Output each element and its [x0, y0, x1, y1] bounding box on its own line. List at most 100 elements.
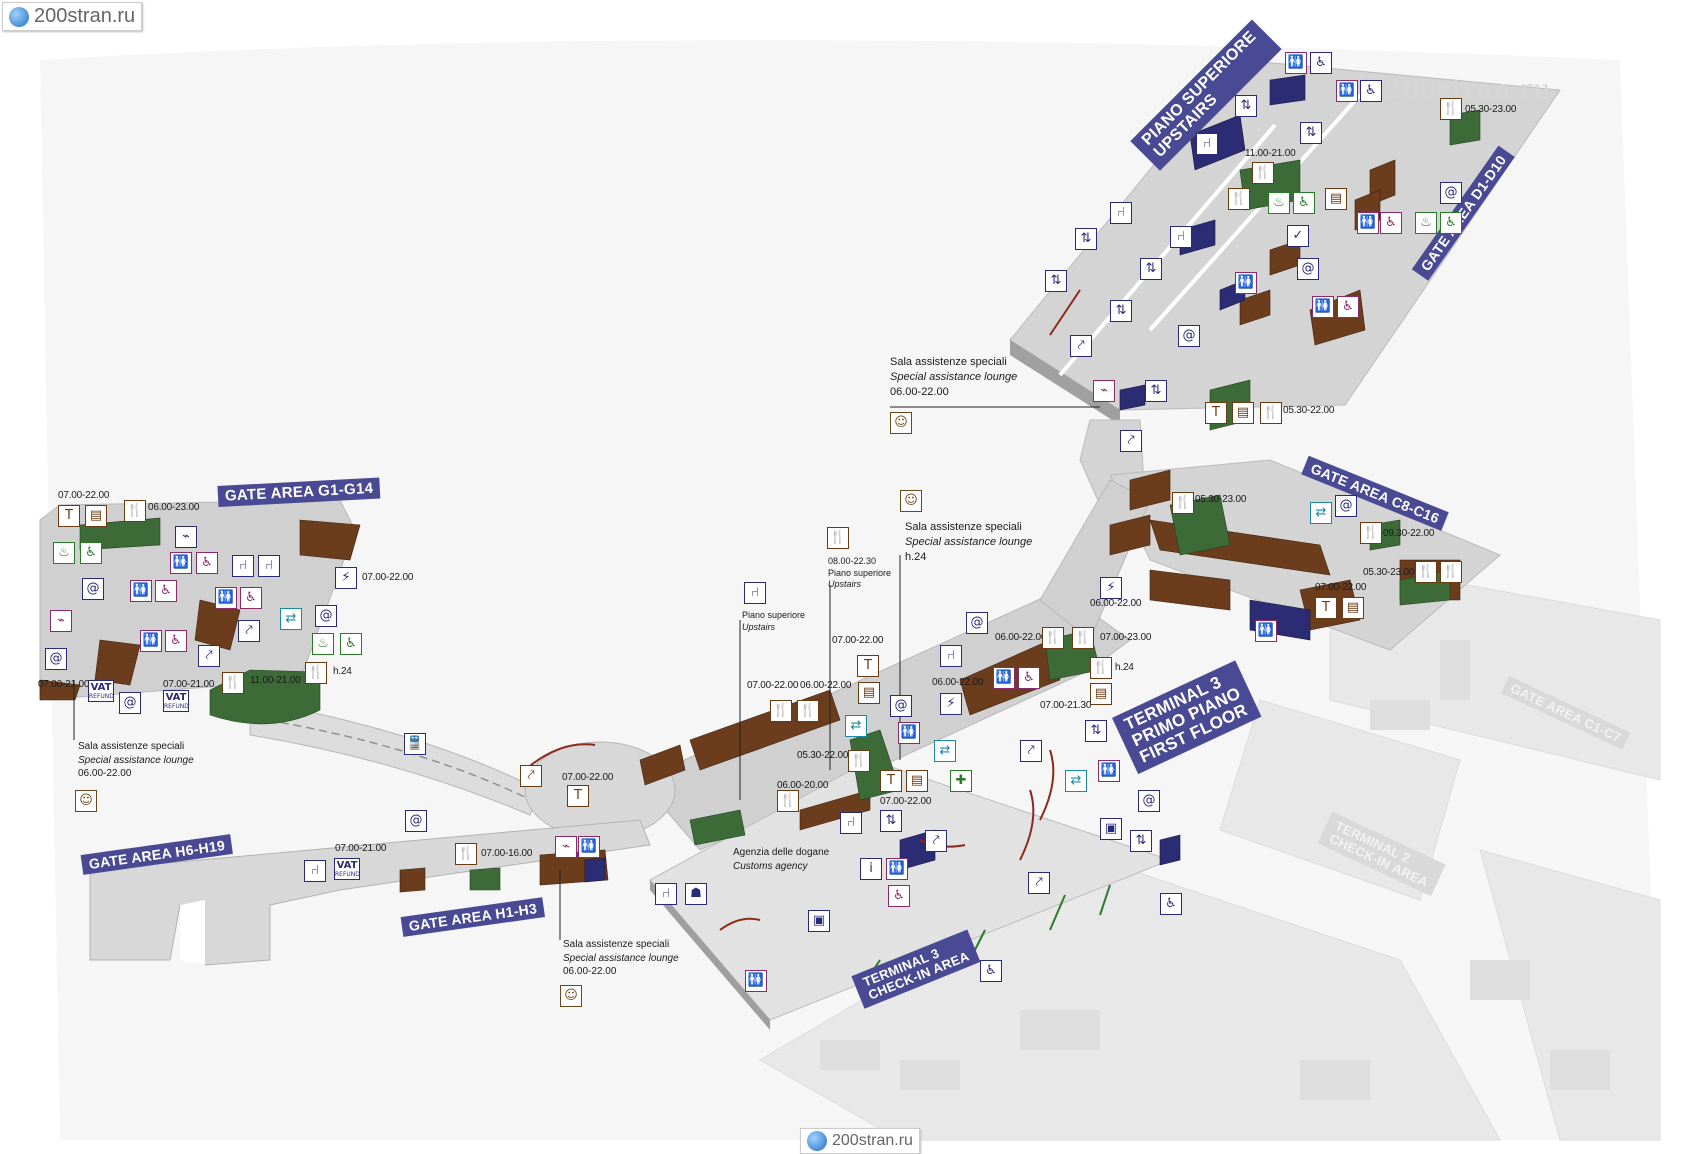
toilets-icon: 🚻 — [898, 722, 920, 744]
escalator-icon: ⤤ — [1070, 335, 1092, 357]
train-icon: 🚆 — [404, 733, 426, 755]
smoking-icon: ♨ — [53, 542, 75, 564]
lounge-seat-icon: ⑁ — [744, 582, 766, 604]
wheelchair-icon: ♿ — [240, 587, 262, 609]
lounge-seat-icon: ⑁ — [1170, 226, 1192, 248]
shop-icon: ▤ — [1090, 683, 1112, 705]
baggage-icon: ▣ — [808, 910, 830, 932]
internet-icon: @ — [45, 648, 67, 670]
faded-blocks — [820, 640, 1610, 1100]
pharmacy-icon: ✚ — [950, 770, 972, 792]
restaurant-icon: 🍴 — [1415, 561, 1437, 583]
toilets-icon: 🚻 — [745, 970, 767, 992]
upstairs-note-2: 08.00-22.30 Piano superiore Upstairs — [828, 556, 892, 590]
transfer-icon: ⇄ — [1065, 770, 1087, 792]
lounge-seat-icon: ⑁ — [258, 555, 280, 577]
hours-label: 07.00-22.00 — [1315, 582, 1367, 593]
escalator-icon: ⤤ — [1020, 740, 1042, 762]
wheelchair-icon: ♿ — [1018, 667, 1040, 689]
hours-label: 06.00-22.00 — [800, 680, 852, 691]
toilets-icon: 🚻 — [886, 858, 908, 880]
upstairs-note-1: Piano superiore Upstairs — [742, 610, 806, 632]
lounge-seat-icon: ⑁ — [1196, 133, 1218, 155]
toilets-icon: 🚻 — [1235, 272, 1257, 294]
shop-icon: ▤ — [858, 682, 880, 704]
hours-label: 05.30-22.00 — [797, 750, 849, 761]
hours-label: 07.00-22.00 — [562, 772, 614, 783]
hours-label: 07.00-23.00 — [1100, 632, 1152, 643]
main-corridor — [639, 589, 1131, 851]
hours-label: 06.00-22.00 — [995, 632, 1047, 643]
restaurant-icon: 🍴 — [1228, 188, 1250, 210]
restaurant-icon: 🍴 — [1072, 627, 1094, 649]
internet-icon: @ — [82, 578, 104, 600]
toilets-icon: 🚻 — [1098, 760, 1120, 782]
wheelchair-icon: ♿ — [196, 552, 218, 574]
hours-label: 05.30-22.00 — [1283, 405, 1335, 416]
wheelchair-icon: ♿ — [1360, 80, 1382, 102]
hours-label: 07.00-21.00 — [335, 843, 387, 854]
elevator-icon: ⇅ — [1075, 228, 1097, 250]
hours-label: 07.00-22.00 — [832, 635, 884, 646]
internet-icon: @ — [119, 692, 141, 714]
pier-h-floor — [89, 819, 651, 966]
charge-icon: ⚡ — [1100, 577, 1122, 599]
elevator-icon: ⇅ — [1085, 720, 1107, 742]
elevator-icon: ⇅ — [1110, 300, 1132, 322]
watermark-logo-top: 200stran.ru — [2, 2, 143, 31]
wheelchair-icon: ♿ — [980, 960, 1002, 982]
wheelchair-icon: ♿ — [1440, 212, 1462, 234]
shop-icon: ▤ — [906, 770, 928, 792]
elevator-icon: ⇅ — [1145, 380, 1167, 402]
escalator-icon: ⤤ — [1028, 872, 1050, 894]
check-icon: ✓ — [1287, 225, 1309, 247]
internet-icon: @ — [1297, 258, 1319, 280]
internet-icon: @ — [405, 810, 427, 832]
taxfree-icon: T — [857, 655, 879, 677]
wheelchair-icon: ♿ — [1160, 893, 1182, 915]
smoking-icon: ♨ — [1415, 212, 1437, 234]
hours-label: 07.00-21.00 — [38, 679, 90, 690]
escalator-icon: ⤤ — [198, 645, 220, 667]
hours-label: 07.00-22.00 — [362, 572, 414, 583]
toilets-icon: 🚻 — [1357, 212, 1379, 234]
elevator-icon: ⇅ — [1235, 95, 1257, 117]
toilets-icon: 🚻 — [1312, 296, 1334, 318]
internet-icon: @ — [1178, 325, 1200, 347]
lounge-smile-icon: ☺ — [560, 985, 582, 1007]
customs-officer-icon: ☗ — [685, 883, 707, 905]
lounge-smile-icon: ☺ — [75, 790, 97, 812]
transfer-icon: ⇄ — [845, 715, 867, 737]
restaurant-icon: 🍴 — [1042, 627, 1064, 649]
hours-label: 07.00-16.00 — [481, 848, 533, 859]
wheelchair-icon: ♿ — [1337, 296, 1359, 318]
globe-icon — [807, 1131, 827, 1151]
baggage-icon: ▣ — [1100, 818, 1122, 840]
restaurant-icon: 🍴 — [1260, 402, 1282, 424]
elevator-icon: ⇅ — [1140, 258, 1162, 280]
watermark-logo-bottom: 200stran.ru — [800, 1128, 920, 1154]
hours-label: 07.00-21.00 — [163, 679, 215, 690]
hours-label: 06.00-23.00 — [148, 502, 200, 513]
elevator-icon: ⇅ — [1300, 122, 1322, 144]
hours-label: 05.30-23.00 — [1363, 567, 1415, 578]
taxfree-icon: T — [1315, 597, 1337, 619]
smoking-icon: ♨ — [1268, 192, 1290, 214]
elevator-icon: ⇅ — [880, 810, 902, 832]
lounge-seat-icon: ⑁ — [840, 812, 862, 834]
escalator-icon: ⤤ — [925, 830, 947, 852]
transfer-icon: ⇄ — [934, 740, 956, 762]
lounge-seat-icon: ⑁ — [1110, 202, 1132, 224]
smoking-icon: ♨ — [312, 633, 334, 655]
watermark-overlay: 200stran.ru — [1385, 75, 1552, 105]
toilets-icon: 🚻 — [578, 836, 600, 858]
hours-label: 06.00-20.00 — [777, 780, 829, 791]
smoking-icon: ⌁ — [1093, 380, 1115, 402]
hours-label: 05.30-23.00 — [1195, 494, 1247, 505]
internet-icon: @ — [1440, 182, 1462, 204]
hours-label: 11.00-21.00 — [250, 675, 301, 686]
shop-icon: ▤ — [1325, 188, 1347, 210]
